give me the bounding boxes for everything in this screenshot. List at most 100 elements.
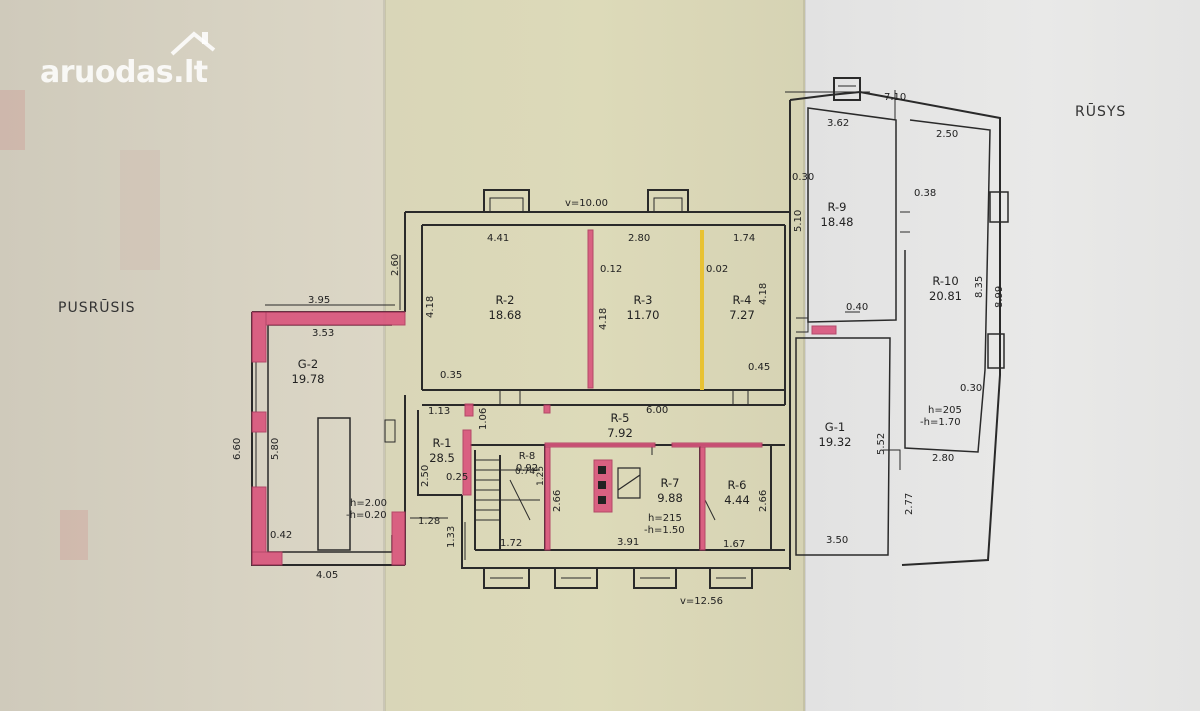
- room-id: R-5: [610, 411, 630, 425]
- dim-label: 0.30: [960, 383, 983, 394]
- paper-sheet-right: [805, 0, 1200, 711]
- paper-sheet-left: [0, 0, 385, 711]
- paper-fold: [383, 0, 386, 711]
- dim-label: 0.35: [440, 370, 463, 381]
- dim-label: 1.28: [418, 516, 441, 527]
- pink-wall-g2-west-mid: [251, 411, 267, 433]
- dim-label: 1.06: [478, 407, 489, 430]
- dim-label: 0.25: [446, 472, 469, 483]
- room-id: R-1: [432, 436, 452, 450]
- wall-south-main: [461, 495, 790, 569]
- dim-label: 3.50: [826, 535, 849, 546]
- dim-label: 0.74: [515, 467, 536, 477]
- room-area: 11.70: [626, 308, 660, 322]
- dim-label: 3.95: [308, 295, 331, 306]
- paper-sheet-middle: [385, 0, 805, 711]
- room-id: R-7: [660, 476, 680, 490]
- watermark: aruodas.lt: [40, 55, 208, 90]
- dim-label: 2.77: [904, 492, 915, 515]
- bleed-through-mark: [120, 150, 160, 270]
- bleed-through-mark: [0, 90, 25, 150]
- height-note: -h=1.70: [920, 417, 961, 428]
- pink-wall-g2-north: [251, 311, 406, 326]
- room-area: 28.5: [429, 451, 455, 465]
- section-label-right: RŪSYS: [1075, 104, 1127, 120]
- dim-label: 1.72: [500, 538, 523, 549]
- dim-label: 7.10: [884, 92, 907, 103]
- dim-label: 1.67: [723, 539, 746, 550]
- pink-wall-g2-south: [251, 551, 283, 566]
- dim-label: 5.52: [876, 432, 887, 455]
- dim-label: 8.99: [994, 285, 1005, 308]
- dim-label: 2.80: [932, 453, 955, 464]
- room-area: 19.32: [818, 435, 852, 449]
- dim-label: 1.33: [446, 525, 457, 548]
- room-id: G-1: [824, 420, 846, 434]
- room-area: 7.27: [729, 308, 755, 322]
- bleed-through-mark: [60, 510, 88, 560]
- dim-label: 2.50: [420, 464, 431, 487]
- room-area: 20.81: [929, 289, 962, 303]
- room-id: R-4: [732, 293, 752, 307]
- height-note: h=215: [648, 513, 682, 524]
- dim-label: 0.02: [706, 264, 729, 275]
- room-id: R-10: [932, 274, 959, 288]
- wall-r1: [417, 410, 462, 496]
- height-note: h=2.00: [350, 498, 387, 509]
- dim-label: 1.25: [536, 465, 546, 486]
- dim-label: 3.91: [617, 537, 640, 548]
- dim-label: 5.10: [793, 209, 804, 232]
- dim-label: 0.45: [748, 362, 771, 373]
- yellow-wall-r3-r4: [700, 230, 704, 390]
- dim-label: 0.42: [270, 530, 293, 541]
- room-area: 7.92: [607, 426, 633, 440]
- dim-label: 3.62: [827, 118, 850, 129]
- dim-label: 4.05: [316, 570, 339, 581]
- dim-label: 0.38: [914, 188, 937, 199]
- dim-label: 2.66: [758, 489, 769, 512]
- pink-wall-r2-r3: [587, 229, 594, 389]
- room-area: 9.88: [657, 491, 683, 505]
- height-note: -h=1.50: [644, 525, 685, 536]
- dim-label: 2.50: [936, 129, 959, 140]
- dim-label: 0.30: [792, 172, 815, 183]
- room-id: R-8: [518, 451, 536, 462]
- room-area: 19.78: [291, 372, 325, 386]
- room-id: G-2: [297, 357, 319, 371]
- pink-wall-g2-west-top: [251, 311, 267, 363]
- dim-label: 0.12: [600, 264, 623, 275]
- pink-wall-g2-east: [391, 511, 406, 566]
- height-note: -h=0.20: [346, 510, 387, 521]
- dim-label: 8.35: [974, 275, 985, 298]
- dim-label: 4.18: [758, 282, 769, 305]
- room-area: 0.92: [515, 463, 539, 474]
- room-id: R-3: [633, 293, 653, 307]
- dim-label: 4.18: [598, 307, 609, 330]
- room-area: 18.68: [488, 308, 522, 322]
- room-id: R-6: [727, 478, 747, 492]
- dim-label: 5.80: [270, 437, 281, 460]
- pink-wall-r1: [462, 429, 472, 496]
- dim-label: 4.18: [425, 295, 436, 318]
- dim-label: 0.40: [846, 302, 869, 313]
- dim-label: 1.74: [733, 233, 756, 244]
- dim-label: v=10.00: [565, 198, 608, 209]
- dim-label: 6.60: [232, 437, 243, 460]
- dim-label: 3.53: [312, 328, 335, 339]
- dim-label: v=12.56: [680, 596, 723, 607]
- dim-label: 1.13: [428, 406, 451, 417]
- dim-label: 2.66: [552, 489, 563, 512]
- dim-label: 4.41: [487, 233, 510, 244]
- dim-label: 6.00: [646, 405, 669, 416]
